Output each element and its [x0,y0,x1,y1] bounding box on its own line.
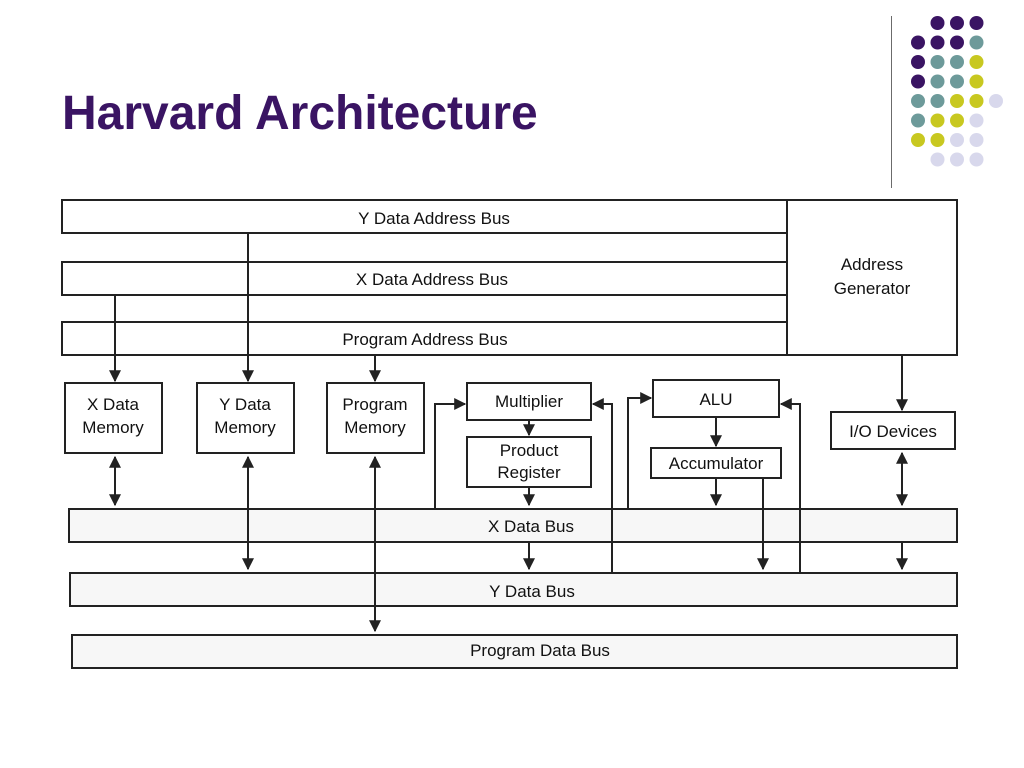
x-data-memory-label-line1: X Data [87,395,140,414]
multiplier-box [466,382,592,421]
decor-dot [969,113,984,128]
slide-title: Harvard Architecture [62,87,538,140]
x-bus-to-alu-arrow [627,392,653,509]
decor-dot [950,152,964,167]
decorative-dot-grid [911,16,1003,167]
product-register-label-line1: Product [500,441,559,460]
program-address-bus-label: Program Address Bus [342,330,507,349]
y-data-address-bus [61,199,788,234]
decor-dot [930,55,945,69]
decor-dot [930,35,945,50]
decor-dot [950,74,964,89]
y-data-bus [69,572,958,607]
program-memory-box [326,382,425,454]
x-data-bus-label: X Data Bus [488,517,574,536]
title-divider-line [891,16,892,188]
decor-dot [969,94,984,108]
decor-dot [969,16,984,30]
x-data-address-bus-label: X Data Address Bus [356,270,508,289]
program-address-bus [61,321,788,356]
io-devices-label: I/O Devices [849,422,937,441]
product-register-label-line2: Register [497,463,561,482]
y-data-memory-label-line2: Memory [214,418,276,437]
program-data-bus [71,634,958,669]
y-data-memory-box [196,382,295,454]
decor-dot [911,113,925,128]
decor-dot [969,35,984,50]
x-data-address-bus [61,261,788,296]
decor-dot [930,133,945,147]
x-data-memory-label-line2: Memory [82,418,144,437]
decor-dot [911,133,925,147]
decor-dot [950,16,964,30]
decor-dot [950,113,964,128]
decor-dot [911,94,925,108]
alu-box [652,379,780,418]
decor-dot [950,94,964,108]
decor-dot [911,74,925,89]
y-bus-to-alu-arrow [779,398,801,573]
decor-dot [911,35,925,50]
decor-dot [911,55,925,69]
multiplier-label: Multiplier [495,392,563,411]
decor-dot [969,74,984,89]
alu-label: ALU [699,390,732,409]
x-data-memory-box [64,382,163,454]
io-devices-box [830,411,956,450]
y-bus-to-multiplier-arrow [591,398,613,573]
address-generator-box [786,199,958,356]
address-generator-label-line2: Generator [834,279,911,298]
decor-dot [969,152,984,167]
program-data-bus-label: Program Data Bus [470,641,610,660]
decor-dot [930,74,945,89]
decor-dot [969,55,984,69]
program-memory-label-line2: Memory [344,418,406,437]
decor-dot [950,35,964,50]
decor-dot [930,152,945,167]
decor-dot [930,113,945,128]
x-data-bus [68,508,958,543]
decor-dot [969,133,984,147]
decor-dot [950,133,964,147]
program-memory-label-line1: Program [342,395,407,414]
y-data-bus-label: Y Data Bus [489,582,575,601]
decor-dot [930,94,945,108]
accumulator-label: Accumulator [669,454,764,473]
decor-dot [989,94,1003,108]
y-data-memory-label-line1: Y Data [219,395,271,414]
x-bus-to-multiplier-arrow [434,398,467,509]
decor-dot [930,16,945,30]
address-generator-label-line1: Address [841,255,903,274]
product-register-box [466,436,592,488]
decor-dot [950,55,964,69]
y-data-address-bus-label: Y Data Address Bus [358,209,510,228]
